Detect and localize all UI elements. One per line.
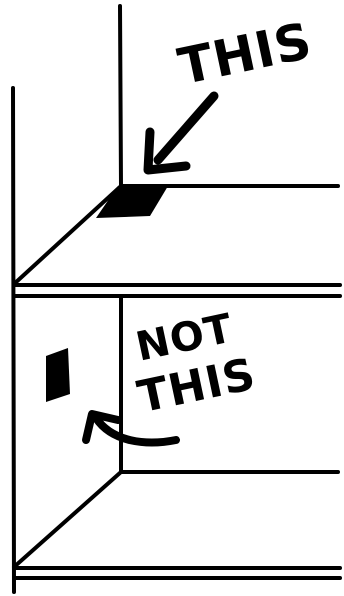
- top-shelf-diagonal: [14, 186, 121, 284]
- shelf-outline: [13, 6, 340, 592]
- correct-placement-patch: [96, 186, 168, 218]
- back-corner-top: [120, 6, 121, 186]
- arrow-to-correct: [148, 96, 214, 170]
- incorrect-placement-patch: [46, 348, 70, 402]
- arrow-shaft-top: [158, 96, 214, 160]
- bottom-shelf-diagonal: [14, 472, 121, 567]
- label-this: THIS: [173, 12, 317, 97]
- left-outer-wall: [13, 88, 14, 592]
